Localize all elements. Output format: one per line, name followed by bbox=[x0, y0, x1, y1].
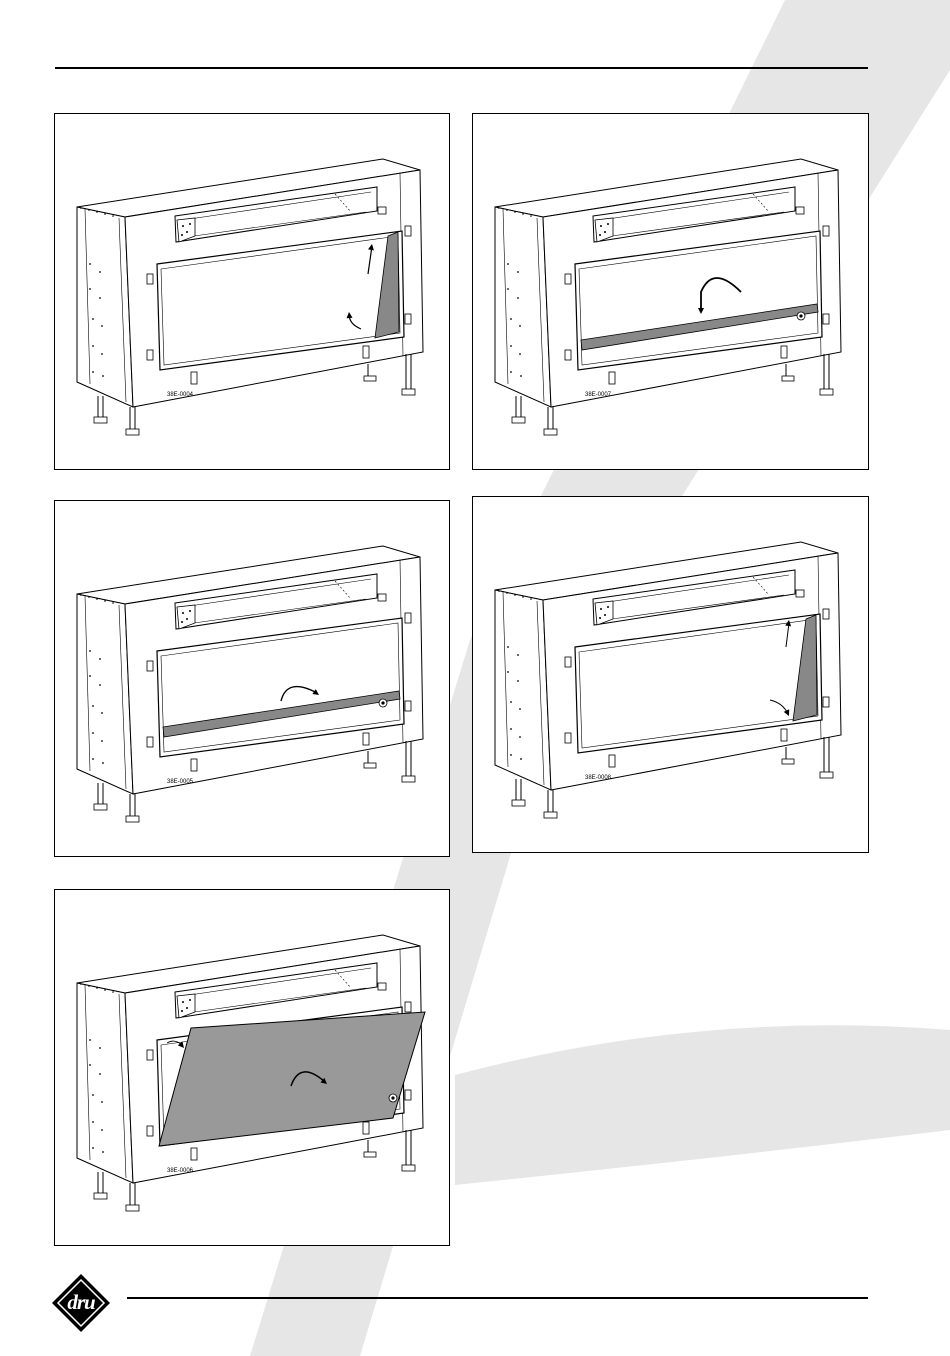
figure-illustration: 38E-0004 bbox=[55, 114, 451, 471]
figure-code: 38E-0006 bbox=[167, 1168, 194, 1174]
figure-code: 38E-0004 bbox=[167, 392, 194, 398]
logo-text: dru bbox=[50, 1290, 112, 1315]
figure-panel-2: 38E-0007 bbox=[472, 113, 869, 470]
dru-logo: dru bbox=[50, 1272, 112, 1334]
figure-panel-3: 38E-0005 bbox=[54, 500, 450, 857]
figure-illustration: 38E-0006 bbox=[55, 890, 451, 1247]
figure-code: 38E-0007 bbox=[585, 392, 612, 398]
figure-illustration: 38E-0007 bbox=[473, 114, 870, 471]
figure-panel-4: 38E-0008 bbox=[472, 496, 869, 853]
figure-code: 38E-0005 bbox=[167, 779, 194, 785]
figure-illustration: 38E-0008 bbox=[473, 497, 870, 854]
figure-illustration: 38E-0005 bbox=[55, 501, 451, 858]
figure-code: 38E-0008 bbox=[585, 775, 612, 781]
header-rule bbox=[55, 67, 868, 69]
figure-panel-1: 38E-0004 bbox=[54, 113, 450, 470]
footer-rule bbox=[127, 1297, 868, 1299]
figure-panel-5: 38E-0006 bbox=[54, 889, 450, 1246]
